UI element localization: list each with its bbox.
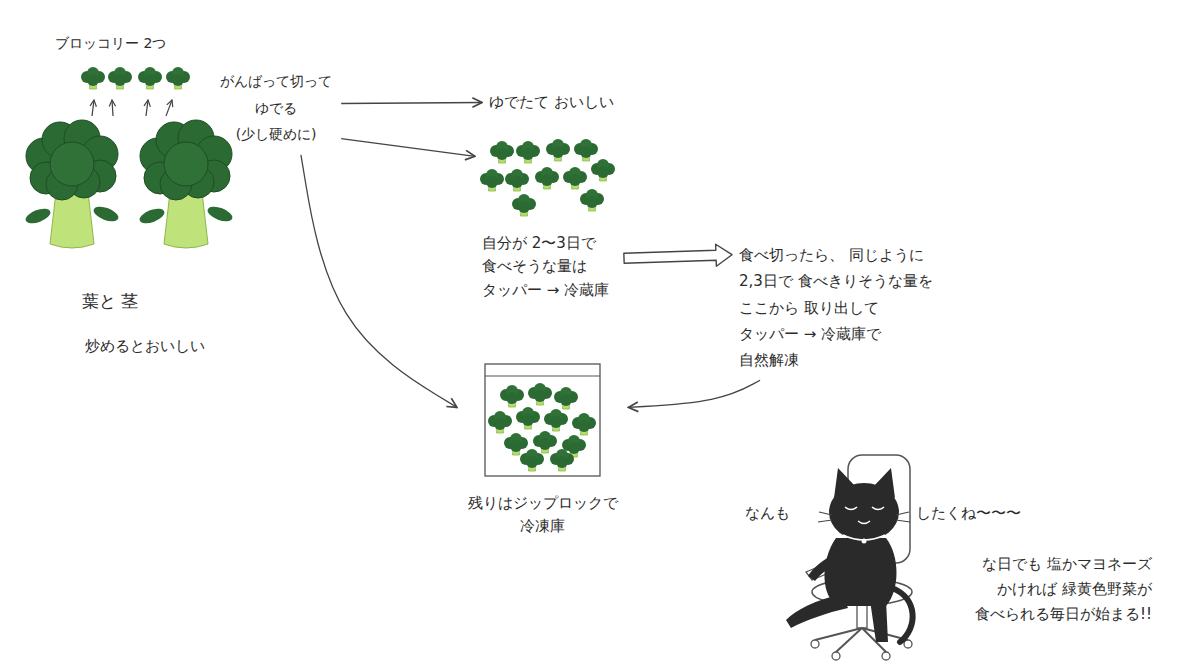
broccoli-floret	[591, 159, 615, 181]
step-note: がんばって切って ゆでる (少し硬めに)	[214, 64, 338, 152]
cut-arrow	[92, 100, 94, 116]
arrow-line	[341, 103, 482, 104]
cat-head	[829, 483, 899, 541]
cat-tail	[892, 588, 913, 642]
cat-mouth	[858, 521, 870, 524]
broccoli-floret	[535, 167, 559, 189]
broccoli-floret	[516, 407, 540, 429]
flow-arrow	[341, 103, 482, 104]
broccoli-whole	[24, 120, 121, 248]
cut-arrow	[112, 100, 113, 116]
arrow-line	[341, 139, 475, 157]
broccoli-floret	[544, 409, 568, 431]
chair-base	[815, 628, 908, 652]
hollow-arrow	[624, 244, 732, 266]
note-text: 自分が 2〜3日で 食べそうな量は タッパー → 冷蔵庫	[482, 232, 617, 302]
broccoli-floret	[505, 169, 529, 191]
step-note: ゆでたて おいしい	[485, 88, 618, 117]
chair-post	[857, 604, 867, 628]
note-text: がんばって切って ゆでる (少し硬めに)	[218, 68, 334, 148]
broccoli-floret	[546, 139, 570, 161]
broccoli-floret	[520, 449, 544, 471]
note-text: ゆでたて おいしい	[489, 92, 614, 113]
broccoli-whole	[138, 120, 235, 248]
broccoli-floret	[504, 433, 528, 455]
zip-bag	[485, 364, 600, 476]
chair-wheel	[811, 640, 819, 648]
flow-arrow	[301, 155, 457, 408]
handwritten-note: なんも	[745, 503, 790, 524]
handwritten-note: 炒めるとおいしい	[85, 336, 205, 357]
broccoli-floret	[516, 141, 540, 163]
cat-whiskers	[818, 512, 910, 522]
broccoli-floret	[554, 387, 578, 409]
arrow-line	[629, 380, 761, 407]
broccoli-floret	[574, 139, 598, 161]
chair-wheel	[882, 652, 890, 660]
note-text: 食べ切ったら、 同じように 2,3日で 食べきりそうな量を ここから 取り出して…	[739, 242, 940, 373]
cut-arrow	[166, 100, 172, 116]
broccoli-floret	[81, 67, 105, 89]
note-text: 残りはジップロックで 冷凍庫	[464, 492, 622, 537]
broccoli-floret	[490, 141, 514, 163]
cat-eyes	[845, 507, 884, 510]
flow-arrow	[341, 139, 475, 157]
flow-arrow	[629, 380, 761, 407]
broccoli-floret	[488, 411, 512, 433]
cat-bell	[862, 539, 867, 544]
handwritten-note: な日でも 塩かマヨネーズ かければ 緑黄色野菜が 食べられる毎日が始まる!!	[972, 552, 1152, 626]
arrow-line	[301, 155, 457, 408]
broccoli-floret	[528, 383, 552, 405]
broccoli-floret	[550, 449, 574, 471]
broccoli-floret	[480, 169, 504, 191]
broccoli-floret	[108, 67, 132, 89]
broccoli-floret	[580, 189, 604, 211]
cat-leg	[786, 594, 848, 628]
broccoli-floret	[533, 431, 557, 453]
chair-wheel	[832, 652, 840, 660]
flow-arrow	[624, 244, 732, 266]
broccoli-floret	[572, 413, 596, 435]
step-note: 残りはジップロックで 冷凍庫	[460, 358, 626, 541]
cat-arm	[808, 552, 842, 581]
broccoli-floret	[138, 67, 162, 89]
broccoli-floret	[512, 194, 536, 216]
broccoli-floret	[563, 167, 587, 189]
step-note: 自分が 2〜3日で 食べそうな量は タッパー → 冷蔵庫	[478, 136, 621, 306]
handwritten-note: 葉と 茎	[82, 290, 138, 314]
broccoli-floret	[166, 67, 190, 89]
handwritten-note: ブロッコリー 2つ	[55, 34, 166, 54]
step-note: 食べ切ったら、 同じように 2,3日で 食べきりそうな量を ここから 取り出して…	[735, 238, 944, 377]
broccoli-floret	[500, 385, 524, 407]
cat-leg	[870, 600, 888, 642]
handwritten-note: したくね〜〜〜	[916, 503, 1021, 524]
zip-line	[485, 375, 600, 376]
cut-arrow	[146, 100, 148, 116]
